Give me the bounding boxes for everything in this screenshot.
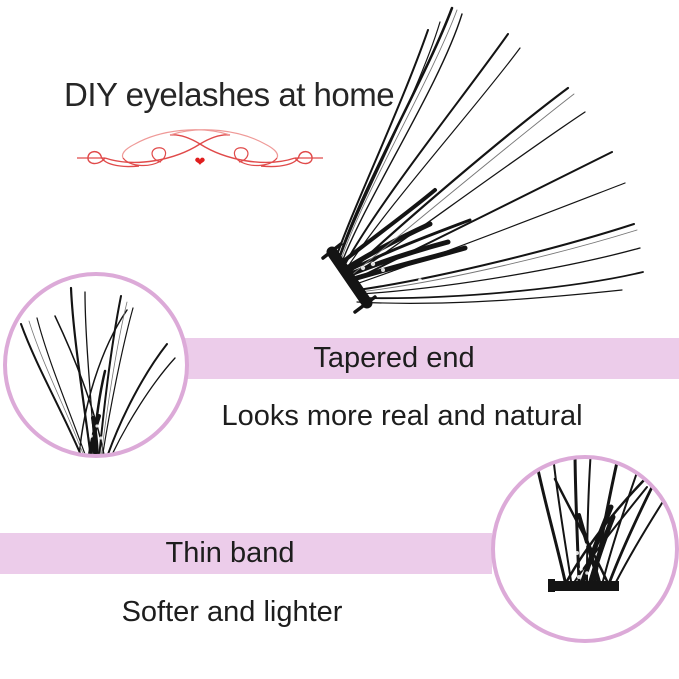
feature-banner-thin-band: Thin band	[0, 533, 492, 574]
thin-band-lash-strands	[535, 459, 672, 592]
thin-band-closeup-photo	[491, 455, 679, 643]
feature-description-thin-band: Softer and lighter	[121, 596, 343, 628]
feature-banner-tapered-end: Tapered end	[178, 338, 679, 379]
feature-label-tapered-end: Tapered end	[313, 342, 475, 374]
tapered-end-closeup-photo	[3, 272, 189, 458]
flourish-ornament: ❤	[75, 122, 325, 178]
tapered-lash-strands	[20, 286, 176, 454]
flourish-curves	[77, 129, 323, 168]
heart-icon: ❤	[194, 154, 206, 169]
feature-label-thin-band: Thin band	[165, 537, 295, 569]
feature-description-tapered-end: Looks more real and natural	[221, 400, 583, 432]
page-title: DIY eyelashes at home	[64, 76, 395, 113]
lash-cluster-photo	[321, 6, 644, 314]
